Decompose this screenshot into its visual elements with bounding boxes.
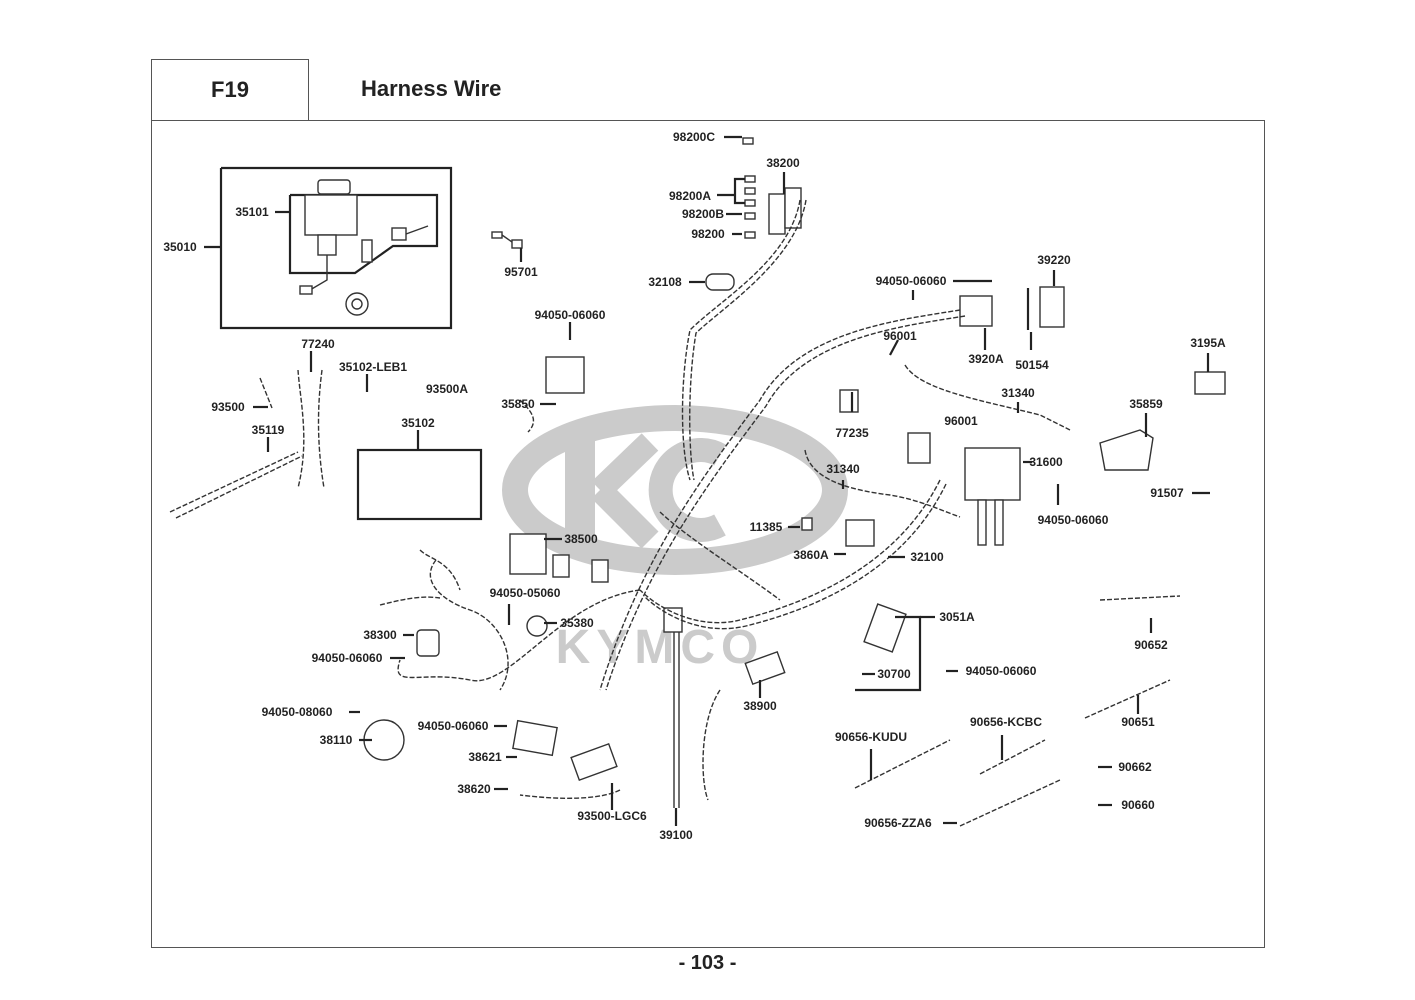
part-label[interactable]: 90656-ZZA6 bbox=[864, 816, 932, 830]
part-label[interactable]: 3195A bbox=[1190, 336, 1226, 350]
part-label[interactable]: 90656-KUDU bbox=[834, 730, 908, 744]
part-label[interactable]: 94050-06060 bbox=[311, 651, 383, 665]
part-label[interactable]: 39100 bbox=[659, 828, 693, 842]
part-label[interactable]: 35119 bbox=[251, 423, 285, 437]
part-label[interactable]: 95701 bbox=[504, 265, 538, 279]
part-label[interactable]: 3920A bbox=[968, 352, 1004, 366]
part-label[interactable]: 96001 bbox=[883, 329, 917, 343]
part-label[interactable]: 35101 bbox=[235, 205, 269, 219]
section-code: F19 bbox=[211, 77, 249, 102]
part-label[interactable]: 90651 bbox=[1121, 715, 1155, 729]
ignition-kit-group bbox=[219, 166, 483, 521]
part-label[interactable]: 94050-06060 bbox=[875, 274, 947, 288]
diagram-frame bbox=[151, 120, 1265, 948]
leader-lines bbox=[204, 135, 1210, 826]
part-label[interactable]: 93500-LGC6 bbox=[577, 809, 647, 823]
part-label[interactable]: 98200B bbox=[681, 207, 725, 221]
part-label[interactable]: 32100 bbox=[910, 550, 944, 564]
part-label[interactable]: 93500A bbox=[425, 382, 469, 396]
part-label[interactable]: 77235 bbox=[835, 426, 869, 440]
part-label[interactable]: 3051A bbox=[939, 610, 975, 624]
part-label[interactable]: 93500 bbox=[211, 400, 245, 414]
part-label[interactable]: 94050-06060 bbox=[1037, 513, 1109, 527]
part-label[interactable]: 31340 bbox=[826, 462, 860, 476]
section-code-box: F19 bbox=[151, 59, 309, 120]
part-label[interactable]: 38500 bbox=[564, 532, 598, 546]
part-label[interactable]: 35102 bbox=[401, 416, 435, 430]
harness-wire-routes bbox=[169, 199, 1181, 827]
kymco-watermark-logo bbox=[502, 405, 848, 575]
part-label[interactable]: 98200 bbox=[691, 227, 725, 241]
part-label[interactable]: 98200A bbox=[668, 189, 712, 203]
part-label[interactable]: 35102-LEB1 bbox=[338, 360, 408, 374]
part-label[interactable]: 50154 bbox=[1015, 358, 1049, 372]
part-label[interactable]: 91507 bbox=[1150, 486, 1184, 500]
part-label[interactable]: 94050-06060 bbox=[534, 308, 606, 322]
part-label[interactable]: 31340 bbox=[1001, 386, 1035, 400]
part-label[interactable]: 11385 bbox=[749, 520, 783, 534]
page-number: - 103 - bbox=[678, 952, 737, 974]
part-label[interactable]: 96001 bbox=[944, 414, 978, 428]
part-label[interactable]: 35010 bbox=[163, 240, 197, 254]
part-label[interactable]: 77240 bbox=[301, 337, 335, 351]
part-glyphs bbox=[299, 137, 1226, 808]
page-title: Harness Wire bbox=[361, 76, 502, 101]
part-label[interactable]: 94050-06060 bbox=[965, 664, 1037, 678]
part-label[interactable]: 39220 bbox=[1037, 253, 1071, 267]
part-label[interactable]: 98200C bbox=[672, 130, 716, 144]
part-label[interactable]: 38621 bbox=[468, 750, 502, 764]
part-label[interactable]: 38620 bbox=[457, 782, 491, 796]
part-label[interactable]: 35850 bbox=[501, 397, 535, 411]
kymco-watermark-text: KYMCO bbox=[556, 621, 765, 674]
part-label[interactable]: 31600 bbox=[1029, 455, 1063, 469]
part-label[interactable]: 90662 bbox=[1118, 760, 1152, 774]
part-label[interactable]: 90656-KCBC bbox=[969, 715, 1043, 729]
part-label[interactable]: 30700 bbox=[877, 667, 911, 681]
part-label[interactable]: 32108 bbox=[648, 275, 682, 289]
part-label[interactable]: 35859 bbox=[1129, 397, 1163, 411]
part-label[interactable]: 94050-05060 bbox=[489, 586, 561, 600]
part-label[interactable]: 94050-06060 bbox=[417, 719, 489, 733]
part-label[interactable]: 38300 bbox=[363, 628, 397, 642]
part-label[interactable]: 38900 bbox=[743, 699, 777, 713]
part-label[interactable]: 35380 bbox=[560, 616, 594, 630]
part-label[interactable]: 90652 bbox=[1134, 638, 1168, 652]
part-label[interactable]: 38200 bbox=[766, 156, 800, 170]
part-label[interactable]: 38110 bbox=[319, 733, 353, 747]
part-label[interactable]: 94050-08060 bbox=[261, 705, 333, 719]
part-label[interactable]: 3860A bbox=[793, 548, 829, 562]
part-label[interactable]: 90660 bbox=[1121, 798, 1155, 812]
